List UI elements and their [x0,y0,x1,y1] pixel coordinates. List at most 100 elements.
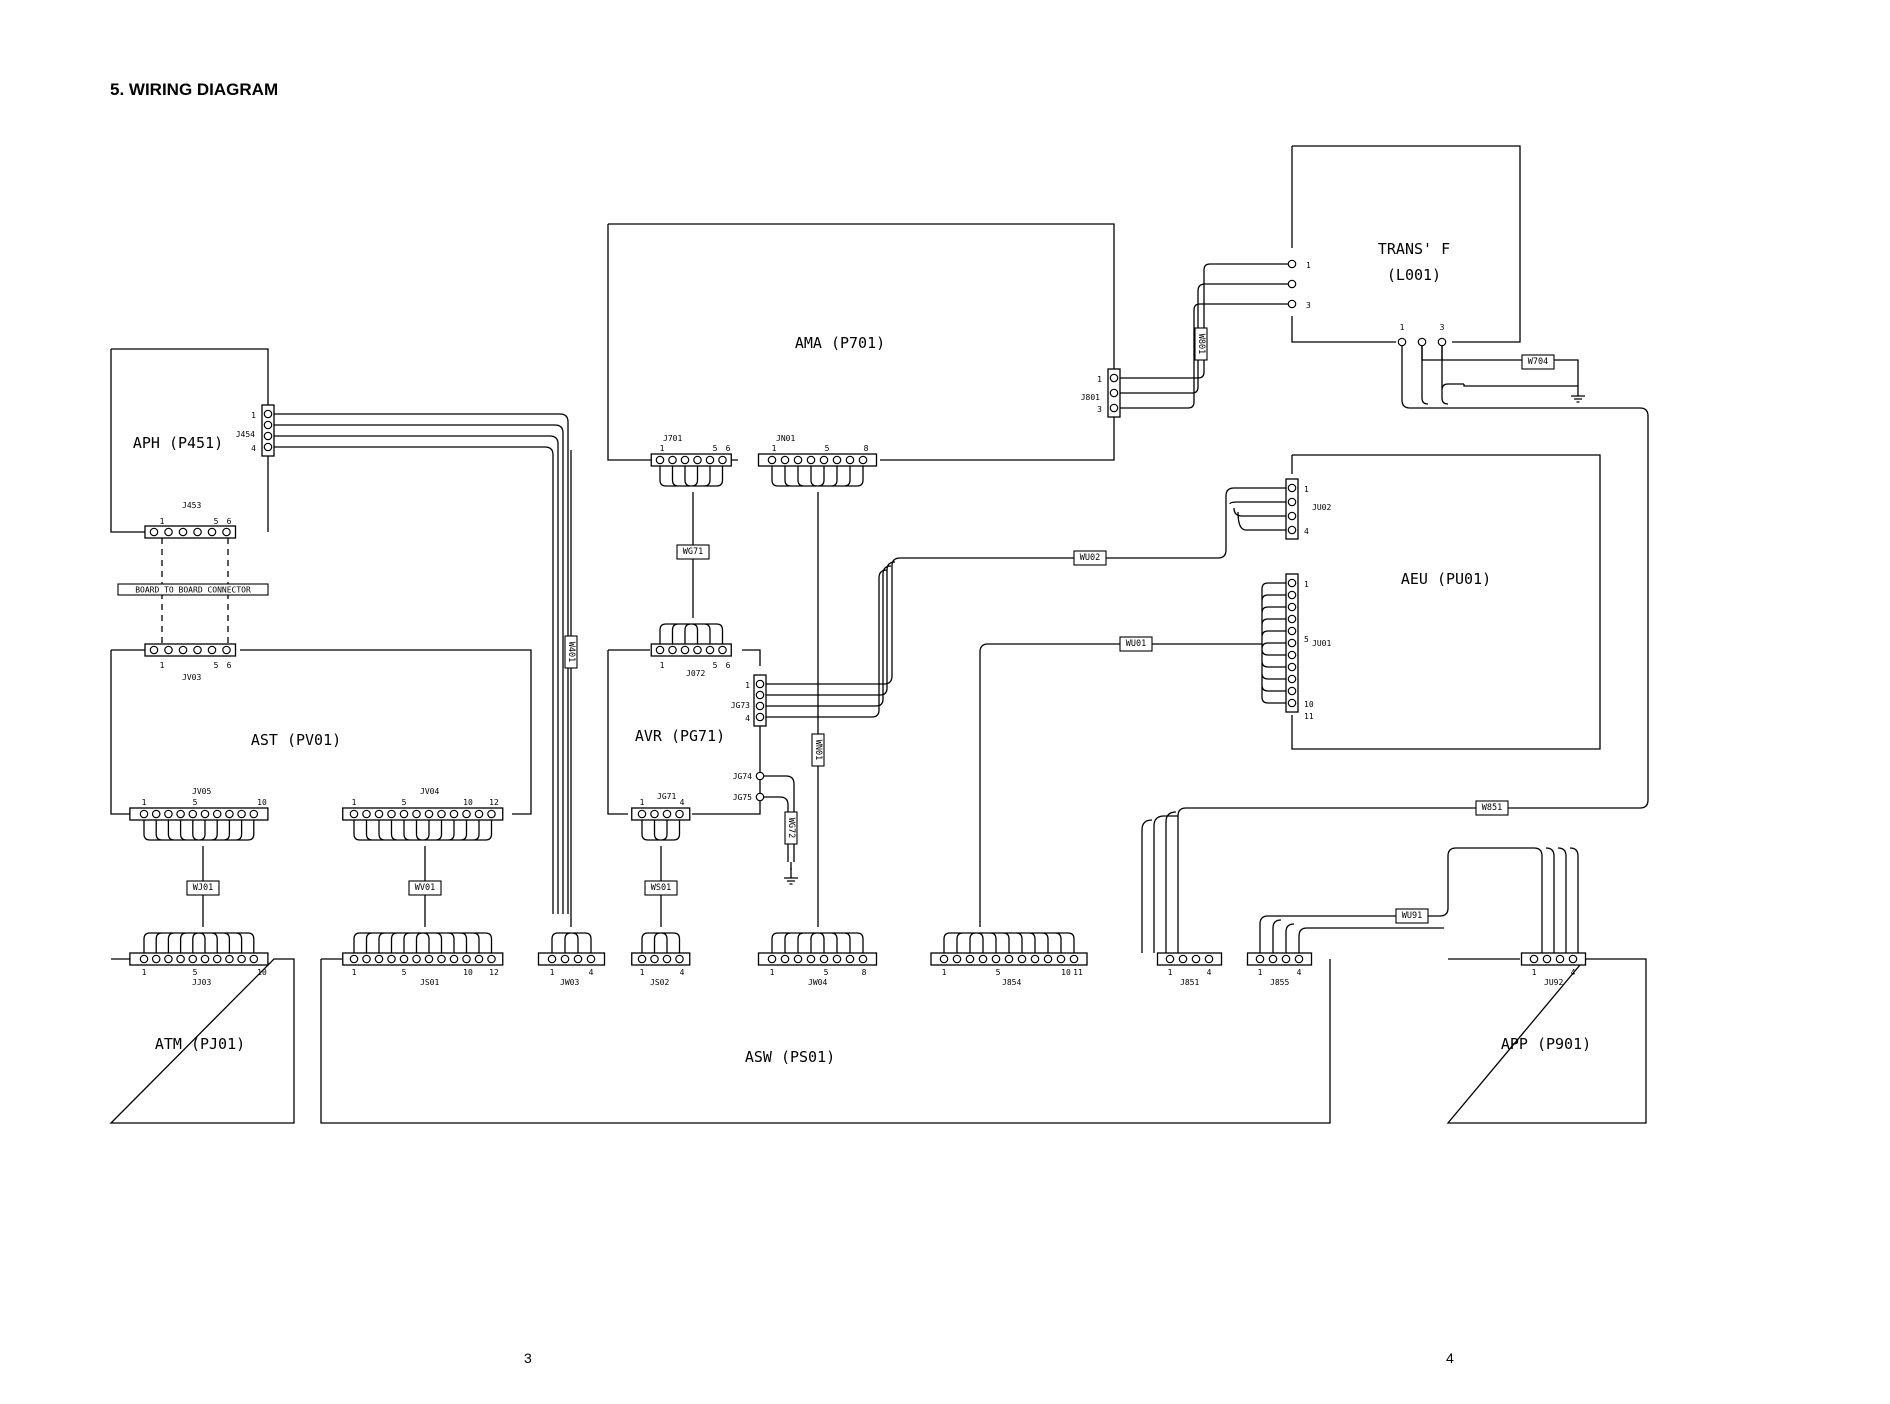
JV04-pin [374,809,384,819]
J854-pin [1043,954,1053,964]
atm-title: ATM (PJ01) [155,1035,245,1053]
JW04-pin [845,954,855,964]
JS01-pin [424,954,434,964]
J854-pin [1030,954,1040,964]
WU02-text: WU02 [1080,553,1100,563]
J072-connector [650,643,732,657]
J454-name: J454 [236,430,255,439]
asw-box [320,958,1331,1124]
W801-label: W801 [1194,327,1208,361]
JG75-name: JG75 [733,793,752,802]
trans-bottom-terminal-2 [1417,337,1427,347]
WJ01-label: WJ01 [186,880,220,896]
pin-number: 1 [550,968,555,977]
JG74-terminal [755,771,765,781]
J801-pin [1109,373,1119,383]
JU01-pin [1287,674,1297,684]
trans-ground [1571,386,1585,403]
J072-pin [655,645,665,655]
pin-number: 11 [1073,968,1083,977]
J453-pin [178,527,188,537]
W704-label: W704 [1521,354,1555,370]
W401-wire [274,413,569,914]
board-to-board-text: BOARD TO BOARD CONNECTOR [135,586,251,595]
JV03-connector [144,643,237,657]
JU92-housing [1520,952,1587,966]
JV04-pin [412,809,421,819]
J801-pin [1109,388,1119,398]
JV04-pin [387,809,396,819]
WV01-bottom-bundle [353,932,493,953]
JG71-pin [637,809,647,819]
WG71-label: WG71 [676,544,710,560]
J855-pin [1294,954,1304,964]
trans-title: TRANS' F [1378,240,1450,258]
JV04-pin [474,809,484,819]
JW04-name: JW04 [808,978,827,987]
WG71-bottom-bundle [659,623,724,644]
pin-number: 4 [1207,968,1212,977]
J851-pin [1204,954,1214,964]
pin-number: 4 [1304,527,1309,536]
JJ03-pin [212,954,222,964]
app-title: APP (P901) [1501,1035,1591,1053]
WG71-text: WG71 [683,547,703,557]
W704-text: W704 [1528,357,1548,367]
JS01-pin [474,954,484,964]
JN01-pin [806,455,816,465]
JS02-pin [675,954,684,964]
JG73-pin [755,690,765,700]
pin-number: 5 [825,444,830,453]
JW04-connector [757,952,878,966]
J701-name: J701 [663,434,682,443]
WS01-bottom-bundle [641,932,681,953]
WG71-top-bundle [659,466,724,487]
J453-pin [207,527,217,537]
JV05-pin [188,809,198,819]
pin-number: 1 [745,681,750,690]
JJ03-pin [200,954,210,964]
JJ03-name: JJ03 [192,978,211,987]
JG71-housing [631,807,691,821]
JU01-pin [1287,578,1297,588]
JV05-pin [225,809,234,819]
W851-text: W851 [1482,803,1502,813]
JV05-pin [151,809,161,819]
JN01-pin [858,455,868,465]
J854-name: J854 [1002,978,1021,987]
JV04-pin [399,809,409,819]
J851-pin [1165,954,1175,964]
J854-pin [952,954,962,964]
J855-pin [1255,954,1265,964]
JS01-pin [374,954,384,964]
JW04-pin [793,954,803,964]
pin-number: 5 [824,968,829,977]
J854-pin [991,954,1001,964]
JV03-pin [149,645,159,655]
aph-box [110,348,269,533]
WU91-label: WU91 [1395,908,1429,924]
WU01-fan [1261,582,1286,704]
J072-pin [718,645,727,655]
pin-number: 1 [772,444,777,453]
JW03-pin [586,954,596,964]
pin-number: 4 [1571,968,1576,977]
JU01-pin [1287,686,1297,696]
JW04-pin [832,954,842,964]
board-to-board-dash [161,538,229,644]
JV05-pin [176,809,185,819]
JJ03-connector [129,952,269,966]
pin-number: 4 [1297,968,1302,977]
pin-number: 1 [1400,323,1405,332]
J453-pin [193,527,202,537]
avr-box [607,649,761,815]
JS02-pin [637,954,647,964]
app-box [1446,958,1647,1124]
JV04-pin [424,809,434,819]
WU91-wire [1259,847,1579,953]
WU01-label: WU01 [1119,636,1153,652]
J454-pin [263,442,273,452]
trans-box [1291,145,1521,343]
atm-box [109,958,295,1124]
JU02-housing [1285,478,1299,540]
